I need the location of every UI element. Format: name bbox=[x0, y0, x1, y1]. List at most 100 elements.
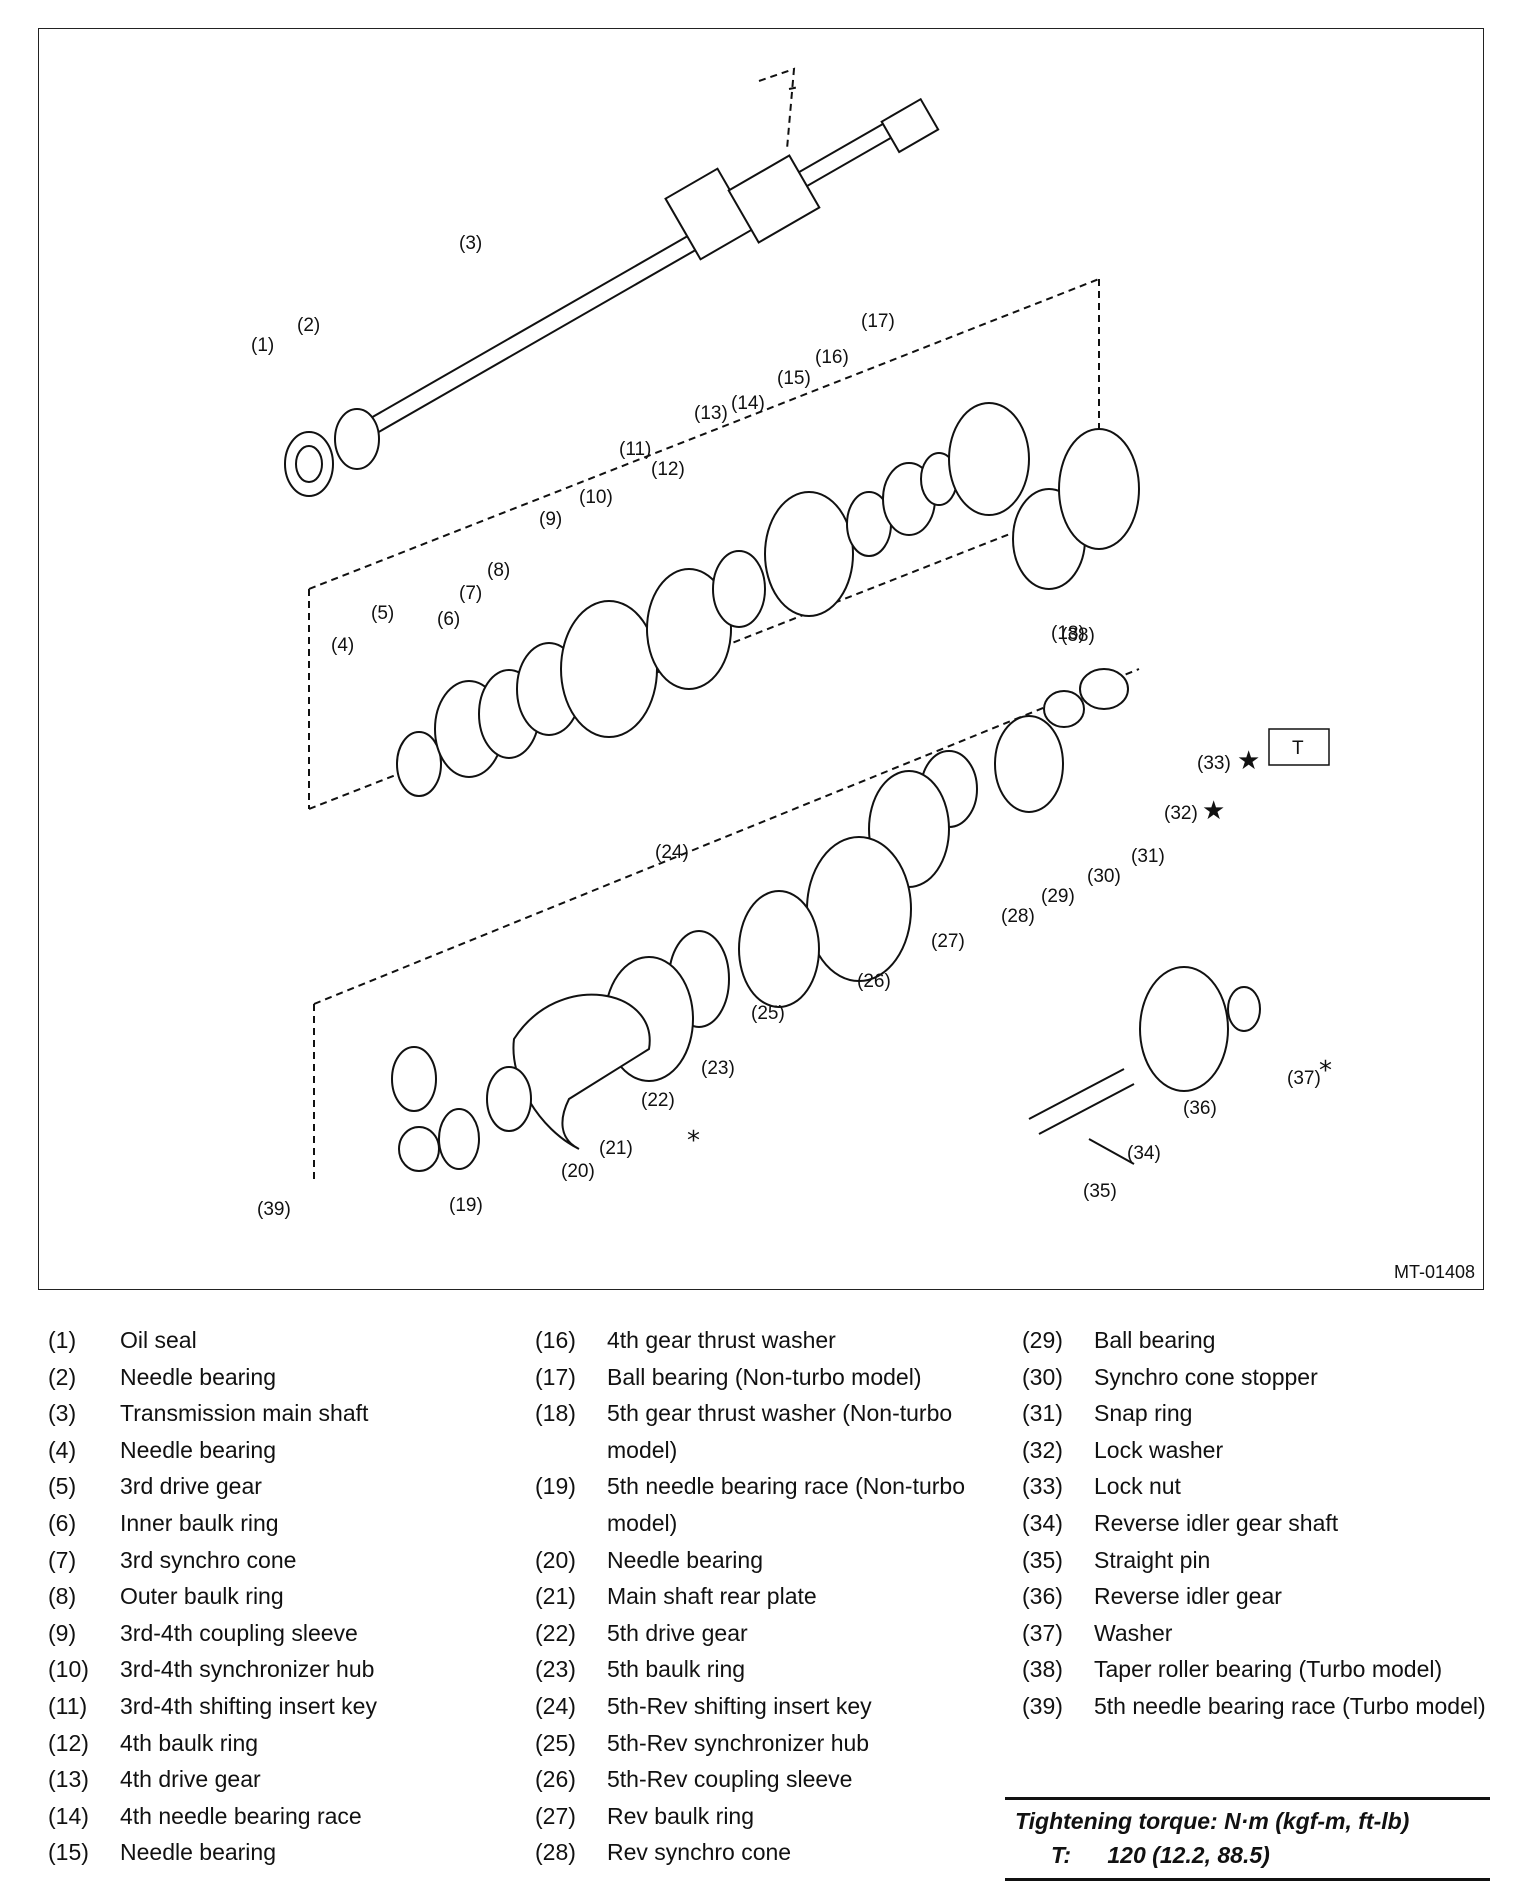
main-shaft-drawing bbox=[284, 97, 940, 497]
callout-label: (25) bbox=[751, 1003, 785, 1024]
legend-item: (27)Rev baulk ring bbox=[535, 1798, 1000, 1835]
legend-number: (37) bbox=[1022, 1619, 1063, 1646]
legend-number: (6) bbox=[48, 1509, 77, 1536]
legend-text: Ball bearing bbox=[1094, 1327, 1216, 1353]
legend-number: (16) bbox=[535, 1327, 576, 1353]
torque-label: T: bbox=[1051, 1842, 1072, 1868]
legend-number: (8) bbox=[48, 1583, 77, 1610]
callout-label: (21) bbox=[599, 1138, 633, 1159]
legend-number: (25) bbox=[535, 1729, 576, 1756]
callout-label: (19) bbox=[449, 1195, 483, 1216]
callout-label: (17) bbox=[861, 311, 895, 332]
legend-number: (12) bbox=[48, 1729, 89, 1756]
legend-number: (2) bbox=[48, 1363, 77, 1390]
legend-item: (39)5th needle bearing race (Turbo model… bbox=[1022, 1688, 1502, 1725]
callout-label: (30) bbox=[1087, 866, 1121, 887]
legend-item: (1) Oil seal bbox=[48, 1322, 488, 1359]
torque-box bbox=[1268, 728, 1330, 766]
callout-label: (10) bbox=[579, 487, 613, 508]
gear-cluster-lower bbox=[391, 668, 1261, 1172]
asterisk-marker-37: * bbox=[1319, 1056, 1332, 1086]
legend-item: (10)3rd-4th synchronizer hub bbox=[48, 1651, 488, 1688]
dashed-guide-lower bbox=[313, 668, 1140, 1179]
legend-text: Main shaft rear plate bbox=[607, 1583, 817, 1610]
callout-label: (2) bbox=[297, 315, 320, 336]
legend-item: (20)Needle bearing bbox=[535, 1542, 1000, 1579]
legend-item: (34)Reverse idler gear shaft bbox=[1022, 1505, 1502, 1542]
legend-number: (18) bbox=[535, 1400, 576, 1427]
legend-number: (23) bbox=[535, 1656, 576, 1683]
callout-label: (23) bbox=[701, 1058, 735, 1079]
legend-text: Reverse idler gear bbox=[1094, 1583, 1282, 1610]
legend-item: (7)3rd synchro cone bbox=[48, 1542, 488, 1579]
gear-cluster-mid bbox=[396, 402, 1140, 797]
legend-text: 5th-Rev synchronizer hub bbox=[607, 1729, 870, 1756]
legend-item: (15)Needle bearing bbox=[48, 1834, 488, 1871]
legend-text: Straight pin bbox=[1094, 1546, 1211, 1573]
legend-number: (14) bbox=[48, 1802, 89, 1829]
callout-label: (14) bbox=[731, 393, 765, 414]
legend-text: 3rd drive gear bbox=[120, 1473, 262, 1500]
legend-text: Rev synchro cone bbox=[607, 1839, 792, 1866]
legend-text: 3rd-4th coupling sleeve bbox=[120, 1619, 358, 1646]
legend-item: (9)3rd-4th coupling sleeve bbox=[48, 1615, 488, 1652]
legend-number: (38) bbox=[1022, 1656, 1063, 1683]
callout-label: (13) bbox=[694, 403, 728, 424]
legend-number: (13) bbox=[48, 1766, 89, 1793]
legend-text: 4th gear thrust washer bbox=[607, 1327, 836, 1353]
legend-text: Lock washer bbox=[1094, 1436, 1224, 1463]
legend-number: (27) bbox=[535, 1802, 576, 1829]
callout-label: (3) bbox=[459, 233, 482, 254]
legend-item: (38)Taper roller bearing (Turbo model) bbox=[1022, 1651, 1502, 1688]
legend-number: (7) bbox=[48, 1546, 77, 1573]
callout-label: (15) bbox=[777, 368, 811, 389]
legend-number: (34) bbox=[1022, 1509, 1063, 1536]
legend-item: (18) 5th gear thrust washer (Non-turbo mo… bbox=[535, 1395, 1000, 1468]
legend-number: (20) bbox=[535, 1546, 576, 1573]
callout-label: (28) bbox=[1001, 906, 1035, 927]
legend-text: Transmission main shaft bbox=[120, 1400, 369, 1427]
legend-text: Oil seal bbox=[120, 1327, 197, 1353]
callout-label: (38) bbox=[1061, 625, 1095, 646]
legend-number: (1) bbox=[48, 1327, 77, 1353]
legend-number: (26) bbox=[535, 1766, 576, 1793]
callout-label: (26) bbox=[857, 971, 891, 992]
legend-number: (4) bbox=[48, 1436, 77, 1463]
callout-label: (39) bbox=[257, 1199, 291, 1220]
legend-text: 4th baulk ring bbox=[120, 1729, 259, 1756]
callout-label: (4) bbox=[331, 635, 354, 656]
legend-item: (21)Main shaft rear plate bbox=[535, 1578, 1000, 1615]
legend-item: (30)Synchro cone stopper bbox=[1022, 1359, 1502, 1396]
callout-label: (36) bbox=[1183, 1098, 1217, 1119]
legend-text: 4th drive gear bbox=[120, 1766, 261, 1793]
legend-text: 3rd-4th shifting insert key bbox=[120, 1692, 377, 1719]
callout-label: (29) bbox=[1041, 886, 1075, 907]
legend-number: (39) bbox=[1022, 1692, 1063, 1719]
callout-label: (32) bbox=[1164, 803, 1198, 824]
callout-label: (9) bbox=[539, 509, 562, 530]
legend-column-2: (16) 4th gear thrust washer (17) Ball beari… bbox=[535, 1322, 1000, 1871]
legend-text: Ball bearing (Non-turbo model) bbox=[607, 1363, 922, 1390]
legend-item: (26)5th-Rev coupling sleeve bbox=[535, 1761, 1000, 1798]
exploded-diagram: T ★ ★ * * (1)(2)(3)(4)(5)(6)(7)(8)(9)(10… bbox=[38, 28, 1484, 1290]
legend-number: (29) bbox=[1022, 1327, 1063, 1353]
legend-text: 5th gear thrust washer (Non-turbo model) bbox=[607, 1400, 953, 1463]
callout-labels: (1)(2)(3)(4)(5)(6)(7)(8)(9)(10)(11)(12)(… bbox=[251, 233, 1321, 1220]
callout-label: (6) bbox=[437, 609, 460, 630]
legend-number: (22) bbox=[535, 1619, 576, 1646]
legend-text: Outer baulk ring bbox=[120, 1583, 284, 1610]
legend-item: (2)Needle bearing bbox=[48, 1359, 488, 1396]
legend-number: (33) bbox=[1022, 1473, 1063, 1500]
star-marker-33: ★ bbox=[1237, 746, 1260, 776]
legend-number: (17) bbox=[535, 1363, 576, 1390]
legend-number: (35) bbox=[1022, 1546, 1063, 1573]
callout-label: (16) bbox=[815, 347, 849, 368]
legend-number: (15) bbox=[48, 1839, 89, 1866]
legend-text: Washer bbox=[1094, 1619, 1173, 1646]
legend-text: Lock nut bbox=[1094, 1473, 1181, 1500]
legend-item: (3)Transmission main shaft bbox=[48, 1395, 488, 1432]
legend-item: (32)Lock washer bbox=[1022, 1432, 1502, 1469]
legend-item: (8) Outer baulk ring bbox=[48, 1578, 488, 1615]
legend-text: Synchro cone stopper bbox=[1094, 1363, 1318, 1390]
callout-label: (34) bbox=[1127, 1143, 1161, 1164]
